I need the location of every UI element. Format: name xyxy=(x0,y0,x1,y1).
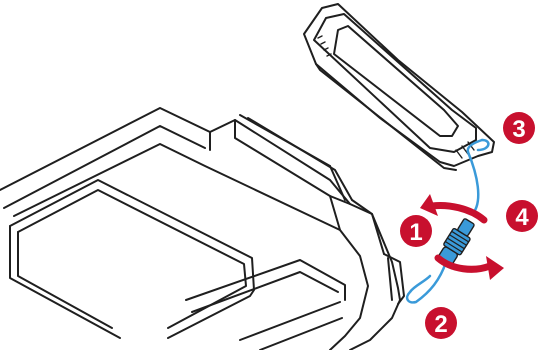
rotation-arrow-upper xyxy=(420,194,484,220)
main-device-body xyxy=(0,108,404,350)
device-screen xyxy=(10,180,254,338)
callout-1: 1 xyxy=(400,215,432,247)
callout-2: 2 xyxy=(425,307,457,339)
callout-4: 4 xyxy=(506,200,538,232)
callout-1-label: 1 xyxy=(409,219,422,246)
callout-3: 3 xyxy=(503,112,535,144)
protective-cover xyxy=(304,4,494,170)
callout-2-label: 2 xyxy=(434,311,447,338)
device-lower-panel xyxy=(186,260,345,350)
callout-3-label: 3 xyxy=(512,116,525,143)
callout-4-label: 4 xyxy=(515,204,529,231)
